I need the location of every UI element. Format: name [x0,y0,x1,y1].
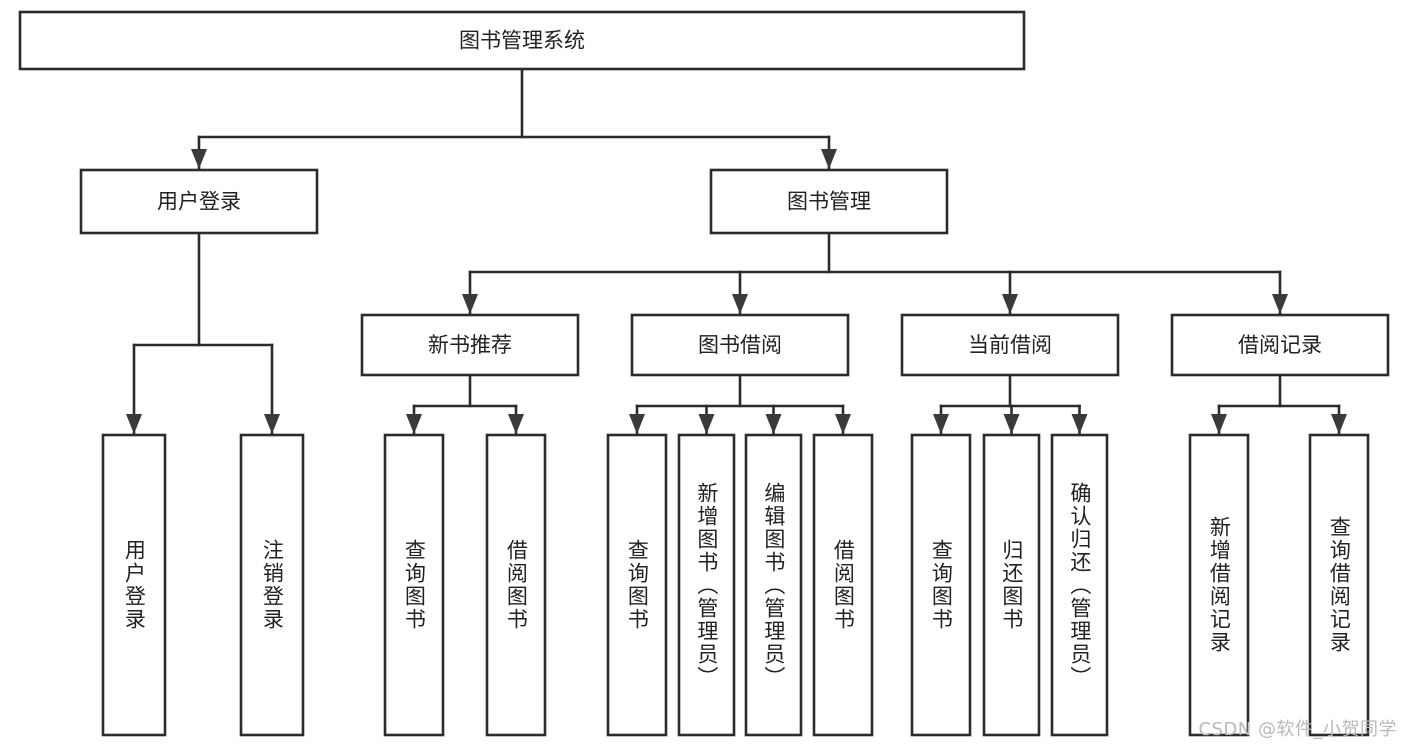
node-label: 图书管理 [787,190,871,214]
node-box-rect [383,433,445,737]
node-leaf-9-归还图书[interactable] [982,433,1041,737]
node-label: 图书借阅 [698,333,782,357]
node-box-rect [360,313,580,377]
node-box-rect [239,433,305,737]
node-level3-借阅记录[interactable]: 借阅记录 [1170,313,1390,377]
arrow-head-icon [126,414,142,434]
node-level3-图书借阅[interactable]: 图书借阅 [630,313,850,377]
node-box-rect [709,168,949,235]
node-leaf-8-查询图书[interactable] [910,433,972,737]
arrow-head-icon [1003,414,1020,434]
node-label: 图书管理系统 [459,29,585,53]
node-box-rect [606,433,668,737]
connector-lines-group [126,67,1347,435]
node-level2-用户登录[interactable]: 用户登录 [79,168,319,235]
arrow-head-icon [835,414,851,434]
node-box-rect [101,433,167,737]
node-level3-当前借阅[interactable]: 当前借阅 [900,313,1120,377]
node-label: 当前借阅 [968,333,1052,357]
node-leaf-0-用户登录[interactable] [101,433,167,737]
arrow-head-icon [933,414,949,434]
arrow-head-icon [1272,294,1288,314]
node-box-rect [812,433,874,737]
node-box-rect [1188,433,1250,737]
arrow-head-icon [629,414,645,434]
node-box-rect [18,10,1026,71]
node-box-rect [744,433,803,737]
node-box-rect [1050,433,1109,737]
node-label: 用户登录 [157,190,241,214]
node-root-图书管理系统[interactable]: 图书管理系统 [18,10,1026,71]
node-level3-新书推荐[interactable]: 新书推荐 [360,313,580,377]
node-label: 借阅记录 [1238,333,1322,357]
node-leaf-3-借阅图书[interactable] [485,433,547,737]
node-label: 新书推荐 [428,333,512,357]
node-leaf-1-注销登录[interactable] [239,433,305,737]
node-leaf-12-查询借阅记录[interactable] [1308,433,1370,737]
arrow-head-icon [1071,414,1088,434]
node-leaf-2-查询图书[interactable] [383,433,445,737]
arrow-head-icon [1002,294,1018,314]
arrow-head-icon [191,149,207,169]
node-box-rect [910,433,972,737]
arrow-head-icon [508,414,524,434]
node-leaf-4-查询图书[interactable] [606,433,668,737]
arrow-head-icon [462,294,478,314]
node-leaf-5-新增图书管理员[interactable] [677,433,736,737]
node-box-rect [1170,313,1390,377]
arrow-head-icon [732,294,748,314]
node-level2-图书管理[interactable]: 图书管理 [709,168,949,235]
node-box-rect [79,168,319,235]
node-box-rect [1308,433,1370,737]
node-box-rect [485,433,547,737]
arrow-head-icon [1331,414,1347,434]
node-leaf-7-借阅图书[interactable] [812,433,874,737]
watermark-text: CSDN @软件_小贺同学 [1198,719,1397,740]
arrow-head-icon [406,414,422,434]
node-leaf-6-编辑图书管理员[interactable] [744,433,803,737]
node-box-rect [982,433,1041,737]
node-box-rect [900,313,1120,377]
node-box-rect [677,433,736,737]
arrow-head-icon [765,414,782,434]
arrow-head-icon [698,414,715,434]
arrow-head-icon [1211,414,1227,434]
arrow-head-icon [821,149,837,169]
node-leaf-11-新增借阅记录[interactable] [1188,433,1250,737]
node-box-rect [630,313,850,377]
node-leaf-10-确认归还管理员[interactable] [1050,433,1109,737]
arrow-head-icon [264,414,280,434]
